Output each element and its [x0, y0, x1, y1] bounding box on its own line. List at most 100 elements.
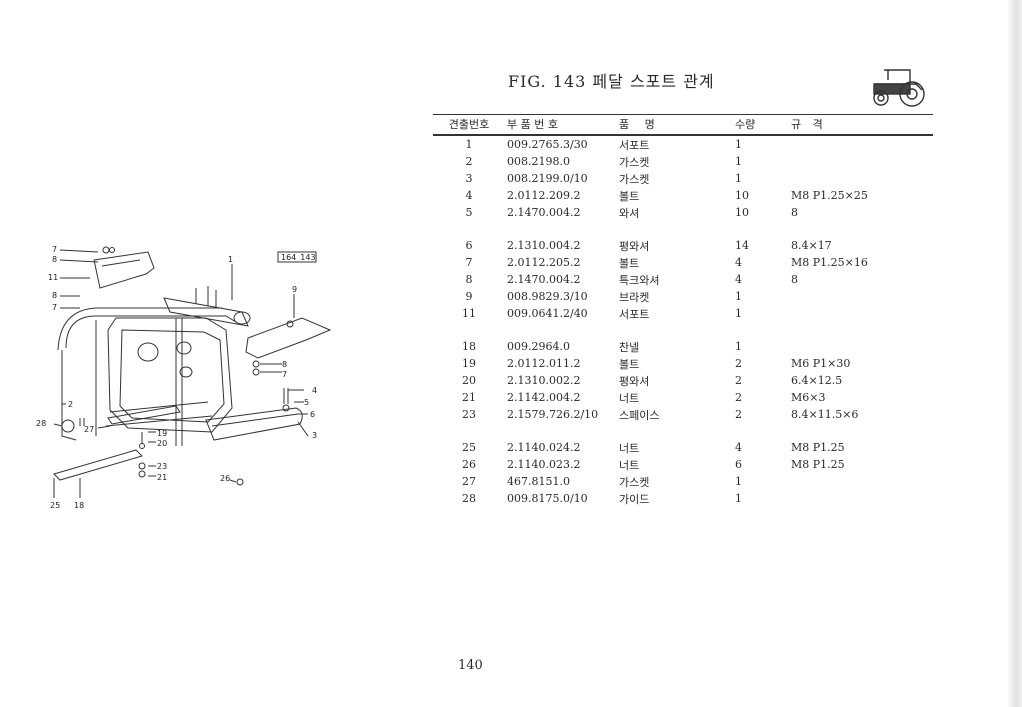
row-quantity: 10: [735, 206, 749, 219]
row-quantity: 1: [735, 290, 742, 303]
callout-21: 21: [157, 473, 167, 482]
row-part-number: 008.2198.0: [507, 155, 570, 168]
row-part-number: 009.2964.0: [507, 340, 570, 353]
header-index: 견출번호: [433, 114, 505, 136]
callout-19: 19: [157, 429, 167, 438]
row-spec: [789, 170, 933, 187]
row-part-number: 2.1310.002.2: [507, 374, 581, 387]
row-spec: [789, 490, 933, 507]
row-quantity: 2: [735, 408, 742, 421]
callout-4: 4: [312, 386, 317, 395]
row-part-name: 가스켓: [619, 172, 650, 186]
row-index: 23: [462, 408, 476, 421]
callout-28: 28: [36, 419, 46, 428]
page-number: 140: [458, 658, 483, 673]
row-part-number: 009.0641.2/40: [507, 307, 588, 320]
tractor-icon: [873, 69, 925, 107]
callout-3: 3: [312, 431, 317, 440]
row-quantity: 1: [735, 172, 742, 185]
row-index: 5: [465, 206, 473, 219]
row-spec: M8 P1.25: [791, 458, 845, 471]
row-spec: [789, 135, 933, 153]
figure-title: FIG. 143 페달 스포트 관계: [508, 72, 715, 91]
group-spacer: [433, 221, 933, 237]
callout-7: 7: [52, 245, 57, 254]
row-quantity: 4: [735, 273, 742, 286]
row-quantity: 14: [735, 239, 749, 252]
row-quantity: 4: [735, 441, 742, 454]
row-part-number: 009.2765.3/30: [507, 138, 588, 151]
row-part-number: 2.0112.011.2: [507, 357, 581, 370]
row-part-number: 2.1140.023.2: [507, 458, 581, 471]
row-part-number: 467.8151.0: [507, 475, 570, 488]
parts-diagram: 164_143 7 8 11 8 7 1 9 8 7 4 5 6 3 2 28 …: [36, 245, 332, 510]
row-spec: 8: [791, 273, 798, 286]
row-index: 4: [465, 189, 473, 202]
row-index: 18: [462, 340, 476, 353]
row-part-name: 찬넬: [619, 340, 640, 354]
row-spec: 6.4×12.5: [791, 374, 843, 387]
row-quantity: 1: [735, 138, 742, 151]
row-spec: 8.4×17: [791, 239, 832, 252]
row-index: 27: [462, 475, 476, 488]
row-quantity: 2: [735, 357, 742, 370]
row-part-name: 가이드: [619, 492, 650, 506]
row-part-name: 너트: [619, 458, 640, 472]
row-index: 20: [462, 374, 476, 387]
row-quantity: 1: [735, 307, 742, 320]
table-row: 20 2.1310.002.2 평와셔 2 6.4×12.5: [433, 372, 933, 389]
row-quantity: 2: [735, 391, 742, 404]
row-index: 8: [465, 273, 473, 286]
row-part-name: 서포트: [619, 307, 650, 321]
callout-5: 5: [304, 398, 309, 407]
row-spec: [789, 338, 933, 355]
callout-18: 18: [74, 501, 84, 510]
row-part-name: 볼트: [619, 189, 640, 203]
row-index: 2: [465, 155, 473, 168]
row-part-name: 너트: [619, 441, 640, 455]
row-quantity: 10: [735, 189, 749, 202]
row-part-name: 너트: [619, 391, 640, 405]
row-quantity: 2: [735, 374, 742, 387]
row-quantity: 4: [735, 256, 742, 269]
row-quantity: 1: [735, 340, 742, 353]
callout-1: 1: [228, 255, 233, 264]
row-part-number: 2.0112.209.2: [507, 189, 581, 202]
callout-8: 8: [52, 255, 57, 264]
row-index: 11: [462, 307, 476, 320]
table-row: 2 008.2198.0 가스켓 1: [433, 153, 933, 170]
row-spec: M8 P1.25: [791, 441, 845, 454]
callout-9: 9: [292, 285, 297, 294]
row-index: 7: [465, 256, 473, 269]
row-quantity: 6: [735, 458, 742, 471]
row-part-number: 2.1310.004.2: [507, 239, 581, 252]
callout-8c: 8: [282, 360, 287, 369]
row-spec: 8: [791, 206, 798, 219]
row-spec: 8.4×11.5×6: [791, 408, 859, 421]
row-quantity: 1: [735, 155, 742, 168]
callout-6: 6: [310, 410, 315, 419]
row-part-name: 평와셔: [619, 374, 650, 388]
row-part-name: 와셔: [619, 206, 640, 220]
row-index: 19: [462, 357, 476, 370]
row-index: 25: [462, 441, 476, 454]
row-part-name: 평와셔: [619, 239, 650, 253]
callout-11: 11: [48, 273, 58, 282]
row-part-name: 가스켓: [619, 155, 650, 169]
page-edge-shadow: [1008, 0, 1022, 707]
callout-2: 2: [68, 400, 73, 409]
callout-27: 27: [84, 425, 94, 434]
row-index: 9: [465, 290, 473, 303]
callout-8b: 8: [52, 291, 57, 300]
row-part-number: 2.1142.004.2: [507, 391, 581, 404]
